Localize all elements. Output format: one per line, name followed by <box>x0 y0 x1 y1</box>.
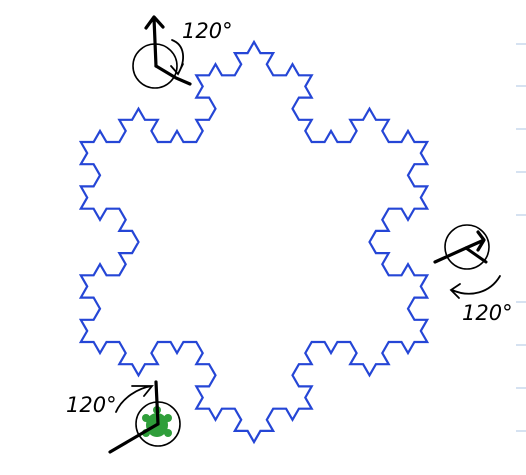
bottom-vertex-marker <box>108 380 181 454</box>
margin-ticks <box>516 43 526 432</box>
turtle-arrow-right-icon <box>433 230 486 264</box>
top-vertex-marker <box>132 15 192 89</box>
right-vertex-marker <box>433 224 501 299</box>
right-angle-arc <box>449 275 501 299</box>
top-angle-arc <box>170 39 184 76</box>
right-turn-stroke <box>464 246 488 264</box>
left-angle-label: 120° <box>66 393 117 417</box>
bottom-angle-arc <box>115 385 154 413</box>
bottom-turn-stroke <box>108 380 160 454</box>
top-turn-stroke <box>154 64 192 86</box>
top-angle-label: 120° <box>182 19 233 43</box>
right-vertex-circle <box>444 224 490 270</box>
turtle-arrow-up-icon <box>144 15 165 68</box>
right-angle-label: 120° <box>462 301 513 325</box>
koch-snowflake-curve <box>78 39 430 445</box>
